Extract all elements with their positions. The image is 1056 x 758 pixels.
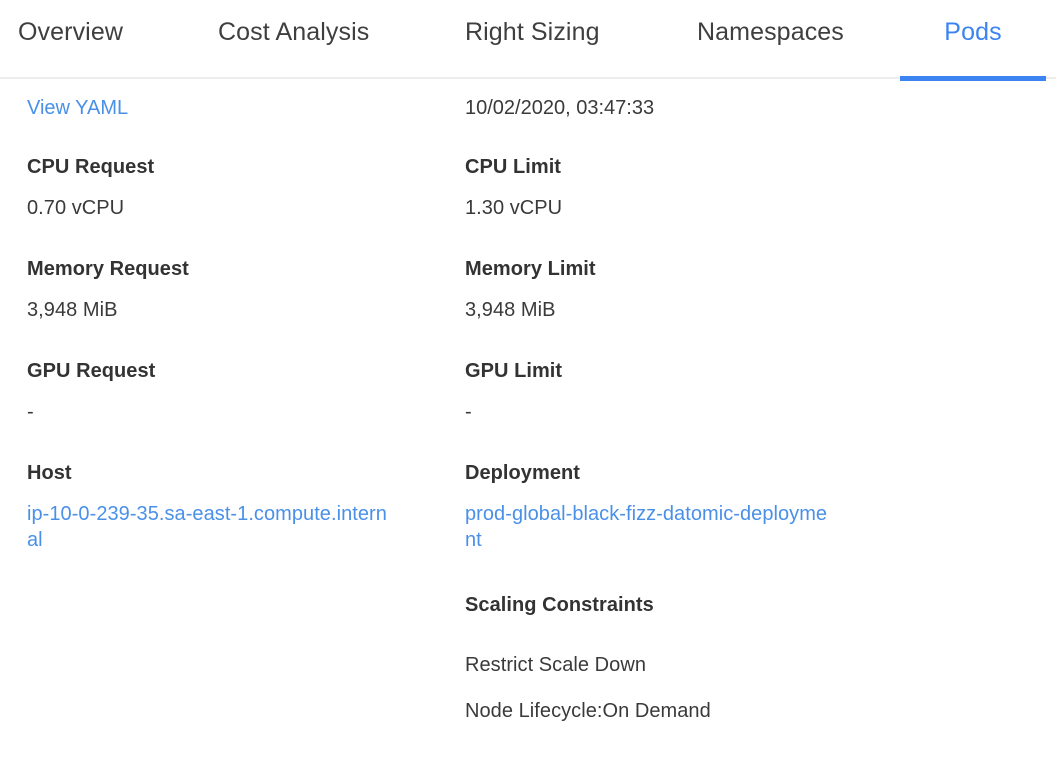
- gpu-request-value: -: [27, 401, 34, 423]
- deployment-label: Deployment: [465, 462, 580, 484]
- gpu-limit-label: GPU Limit: [465, 360, 563, 382]
- scaling-constraints-label: Scaling Constraints: [465, 594, 654, 616]
- cpu-request-value: 0.70 vCPU: [27, 197, 125, 219]
- scaling-constraint-item: Node Lifecycle:On Demand: [465, 698, 865, 724]
- pod-start-timestamp: 10/02/2020, 03:47:33: [465, 97, 655, 119]
- gpu-limit-field: GPU Limit -: [465, 358, 865, 425]
- tab-pods-label: Pods: [944, 18, 1002, 46]
- memory-request-field: Memory Request 3,948 MiB: [27, 256, 427, 323]
- pod-detail-panel: View YAML CPU Request 0.70 vCPU Memory R…: [0, 79, 1056, 758]
- host-field: Host ip-10-0-239-35.sa-east-1.compute.in…: [27, 460, 427, 553]
- gpu-limit-value: -: [465, 401, 472, 423]
- cpu-limit-value: 1.30 vCPU: [465, 197, 563, 219]
- memory-request-label: Memory Request: [27, 258, 189, 280]
- tab-active-indicator: [900, 76, 1046, 81]
- tab-right-sizing[interactable]: Right Sizing: [465, 0, 605, 79]
- tab-pods[interactable]: Pods: [900, 0, 1046, 81]
- view-yaml-row: View YAML: [27, 95, 427, 121]
- tab-cost-analysis[interactable]: Cost Analysis: [218, 0, 373, 79]
- memory-limit-value: 3,948 MiB: [465, 299, 556, 321]
- tab-cost-analysis-label: Cost Analysis: [218, 18, 370, 46]
- memory-limit-field: Memory Limit 3,948 MiB: [465, 256, 865, 323]
- scaling-constraint-node-lifecycle: Node Lifecycle:On Demand: [465, 700, 711, 722]
- tab-right-sizing-label: Right Sizing: [465, 18, 600, 46]
- cpu-request-field: CPU Request 0.70 vCPU: [27, 154, 427, 221]
- memory-limit-label: Memory Limit: [465, 258, 596, 280]
- gpu-request-field: GPU Request -: [27, 358, 427, 425]
- memory-request-value: 3,948 MiB: [27, 299, 118, 321]
- deployment-link[interactable]: prod-global-black-fizz-datomic-deploymen…: [465, 503, 828, 551]
- scaling-constraint-restrict-scale-down: Restrict Scale Down: [465, 654, 647, 676]
- gpu-request-label: GPU Request: [27, 360, 156, 382]
- cpu-limit-label: CPU Limit: [465, 156, 562, 178]
- host-link[interactable]: ip-10-0-239-35.sa-east-1.compute.interna…: [27, 503, 387, 551]
- scaling-constraints-heading: Scaling Constraints: [465, 592, 865, 618]
- tab-overview-label: Overview: [18, 18, 123, 46]
- deployment-field: Deployment prod-global-black-fizz-datomi…: [465, 460, 865, 553]
- host-label: Host: [27, 462, 72, 484]
- cpu-request-label: CPU Request: [27, 156, 155, 178]
- view-yaml-link[interactable]: View YAML: [27, 97, 129, 119]
- tab-overview[interactable]: Overview: [18, 0, 128, 79]
- tab-bar: Overview Cost Analysis Right Sizing Name…: [0, 0, 1056, 81]
- tab-namespaces-label: Namespaces: [697, 18, 844, 46]
- cpu-limit-field: CPU Limit 1.30 vCPU: [465, 154, 865, 221]
- timestamp-row: 10/02/2020, 03:47:33: [465, 95, 865, 121]
- tab-namespaces[interactable]: Namespaces: [697, 0, 849, 79]
- scaling-constraint-item: Restrict Scale Down: [465, 652, 865, 678]
